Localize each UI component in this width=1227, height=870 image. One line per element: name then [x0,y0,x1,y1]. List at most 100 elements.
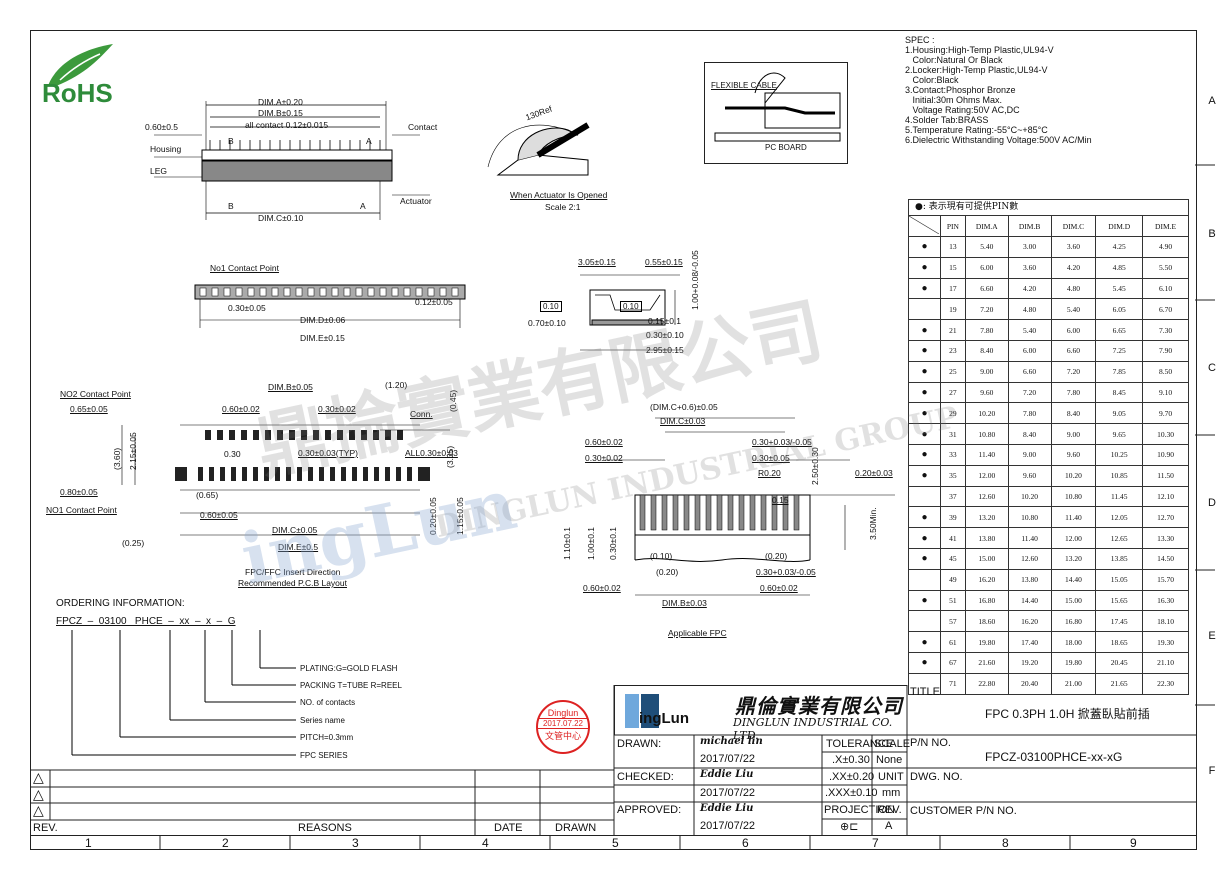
fpc-dimc-label: DIM.C±0.03 [660,416,706,426]
grid-row-e: E [1208,630,1216,642]
dim-a-value: 8.40 [964,339,1009,362]
pin-count: 21 [939,319,966,341]
dim-e-value: 11.50 [1142,464,1189,487]
dim-a-value: 12.00 [964,464,1009,487]
pcb-120-label: (1.20) [385,380,408,390]
fpc-110-label: 1.10±0.1 [562,526,572,560]
dim-e-value: 12.10 [1142,485,1189,508]
side-height-label: 1.00+0.08/-0.05 [690,250,700,310]
availability-dot: ● [908,527,941,549]
fpc-030c-label: 0.30+0.03/-0.05 [756,567,816,577]
title-block-lines [30,685,1197,836]
grid-col-3: 3 [352,836,359,850]
dim-e-value: 6.10 [1142,277,1189,300]
dim-a-value: 16.80 [964,589,1009,612]
ordering-item-series: Series name [300,716,345,725]
dim-a-value: 19.80 [964,631,1009,653]
dim-a-value: 9.60 [964,381,1009,404]
dim-a-value: 6.60 [964,277,1009,300]
spec-line-1: 1.Housing:High-Temp Plastic,UL94-V [905,45,1054,55]
dim-e-value: 15.70 [1142,568,1189,591]
pcb-025-label: (0.25) [122,538,145,548]
dim-c-label: DIM.C±0.10 [258,213,304,223]
dim-c-value: 7.20 [1050,360,1097,383]
dim-d-value: 15.65 [1095,589,1144,612]
dim-b-value: 9.60 [1007,464,1052,487]
tol-one-decimal: .X±0.30 [832,754,870,766]
grid-columns: 1 2 3 4 5 6 7 8 9 [30,836,1197,850]
dim-b-value: 9.00 [1007,443,1052,466]
pcb-115-label: 1.15±0.05 [455,497,465,535]
pin-count: 29 [939,402,966,425]
header-dim-e: DIM.E [1142,215,1189,237]
customer-pn-label: CUSTOMER P/N NO. [910,805,1017,817]
pcb-dim-e-label: DIM.E±0.5 [278,542,319,552]
dim-b-value: 6.60 [1007,360,1052,383]
conn-label: Conn. [410,409,433,419]
dim-b-value: 13.80 [1007,568,1052,591]
checked-label: CHECKED: [617,771,674,783]
dim-a-value: 5.40 [964,236,1009,258]
availability-dot: ● [908,360,941,383]
availability-dot [908,672,941,695]
dim-a-value: 6.00 [964,256,1009,279]
dim-a-value: 7.80 [964,319,1009,341]
fpc-030p-label: 0.30+0.03/-0.05 [752,437,812,447]
rohs-text: RoHS [42,78,113,108]
fpc-r020-label: R0.20 [758,468,781,478]
header-dim-c: DIM.C [1050,215,1097,237]
fpc-350-label: 3.50Min. [868,507,878,540]
grid-col-6: 6 [742,836,749,850]
tol-three-decimal: .XXX±0.10 [825,787,878,799]
actuator-label: Actuator [400,196,432,206]
grid-col-8: 8 [1002,836,1009,850]
actuator-open-view [487,122,590,176]
scale-label: SCALE [874,738,911,750]
availability-dot: ● [908,277,941,300]
ordering-item-contacts: NO. of contacts [300,698,356,707]
dim-a-value: 7.20 [964,298,1009,321]
dim-b-value: 3.60 [1007,256,1052,279]
pcb-080-label: 0.80±0.05 [60,487,98,497]
dim-c-value: 13.20 [1050,547,1097,570]
company-logo-text: ingLun [639,710,689,727]
pcb-020-label: 0.20±0.05 [428,497,438,535]
header-pin: PIN [939,215,966,237]
dim-b-value: 7.20 [1007,381,1052,404]
spec-line-3: 2.Locker:High-Temp Plastic,UL94-V [905,65,1048,75]
dim-e-value: 12.70 [1142,506,1189,529]
dim-e-value: 18.10 [1142,610,1189,633]
drawing-title: FPC 0.3PH 1.0H 掀蓋臥貼前插 [985,707,1150,721]
dim-d-value: 10.85 [1095,464,1144,487]
tolerance-label: TOLERANCE [826,738,894,750]
dim-c-value: 10.20 [1050,464,1097,487]
fpc-caption: Applicable FPC [668,628,727,638]
pcb-typ-label: 0.30±0.03(TYP) [298,448,358,458]
pcb-all-label: ALL0.30±0.03 [405,448,458,458]
grid-col-5: 5 [612,836,619,850]
fpc-060c-label: 0.60±0.02 [760,583,798,593]
grid-row-b: B [1208,228,1216,240]
drawn-label: DRAWN: [617,738,662,750]
pin-count: 67 [939,651,966,674]
dim-e-value: 9.10 [1142,381,1189,404]
dim-c-value: 11.40 [1050,506,1097,529]
dim-a-value: 13.20 [964,506,1009,529]
rev-value: A [885,820,893,832]
approved-by: Eddie Liu [700,803,754,814]
dim-e-value: 7.30 [1142,319,1189,341]
dim-c-value: 18.00 [1050,631,1097,653]
pin-count: 51 [939,589,966,612]
pcb-caption-1: FPC/FFC Insert Direction [245,567,341,577]
availability-dot: ● [908,339,941,362]
dim-c-value: 19.80 [1050,651,1097,674]
side-030-label: 0.30±0.10 [646,330,684,340]
side-295-label: 2.95±0.15 [646,345,684,355]
spec-line-6: Initial:30m Ohms Max. [905,95,1003,105]
dim-b-value: 14.40 [1007,589,1052,612]
all-contact-label: all contact 0.12±0.015 [245,120,329,130]
dim-c-value: 6.00 [1050,319,1097,341]
